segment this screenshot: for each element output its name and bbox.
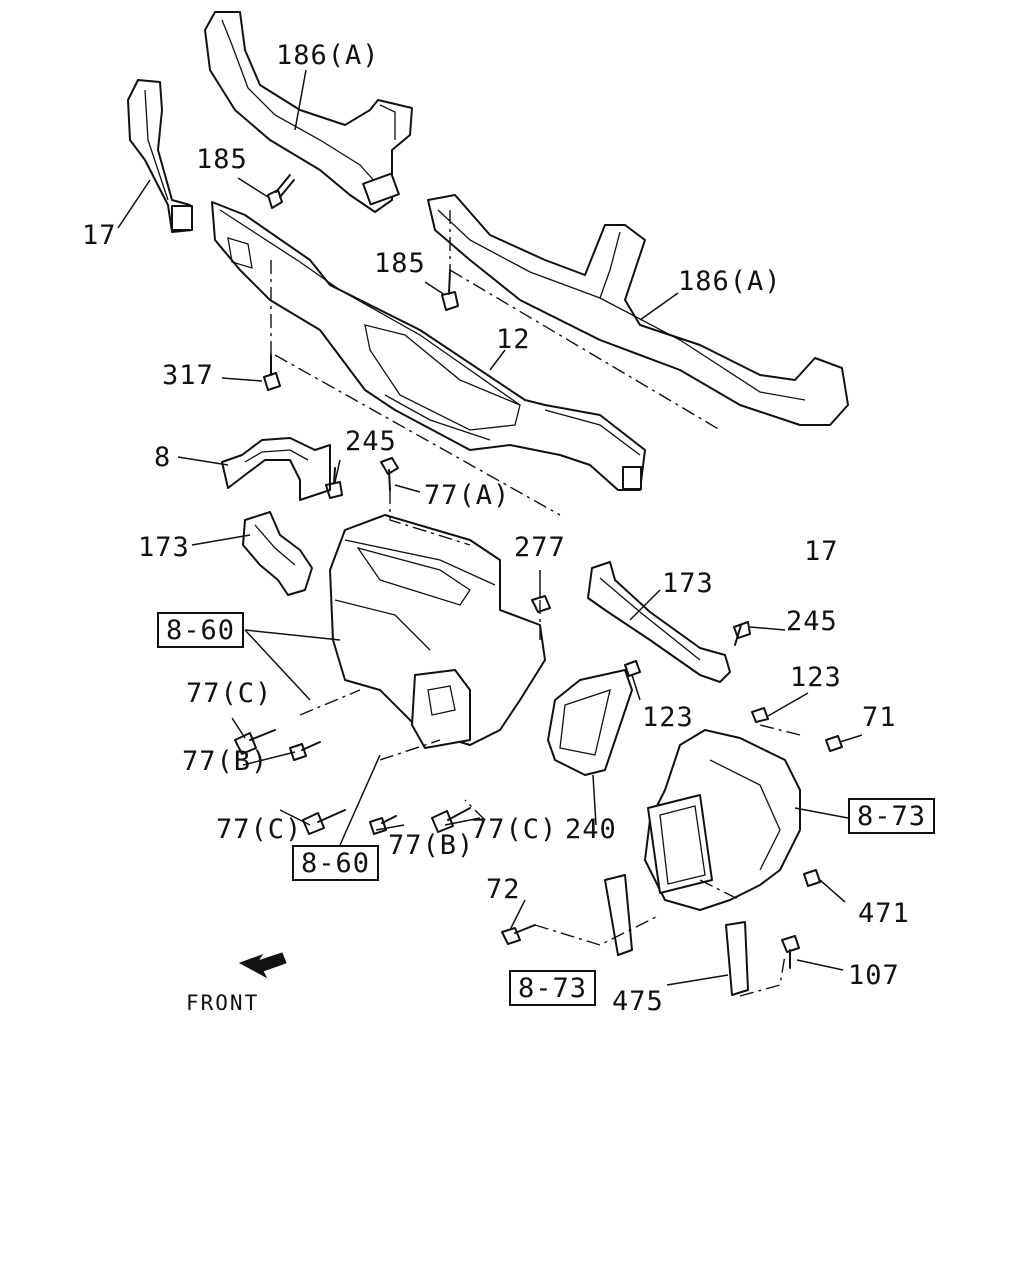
- nut-471: [803, 869, 821, 887]
- label-186a-right: 186(A): [678, 266, 782, 297]
- screw-245-b: [733, 621, 751, 646]
- duct-8: [221, 437, 331, 501]
- ref-8-73-lower: 8-73: [509, 970, 597, 1006]
- label-107: 107: [848, 960, 900, 991]
- label-17-left: 17: [82, 220, 117, 251]
- front-label: FRONT: [186, 991, 260, 1015]
- label-173-left: 173: [138, 532, 190, 563]
- bolt-77a: [380, 457, 399, 491]
- bolt-77c-b: [302, 809, 346, 835]
- screw-123-b: [751, 707, 769, 723]
- label-77b-b: 77(B): [388, 830, 475, 861]
- label-71: 71: [862, 702, 897, 733]
- duct-173-left: [242, 511, 313, 596]
- ref-8-60-upper: 8-60: [157, 612, 245, 648]
- bolt-185-b: [441, 269, 459, 311]
- ref-8-60-lower: 8-60: [292, 845, 380, 881]
- label-475: 475: [612, 986, 664, 1017]
- screw-123-a: [624, 660, 641, 677]
- label-77c-a: 77(C): [186, 678, 273, 709]
- bolt-72: [501, 924, 536, 945]
- part-240: [547, 669, 633, 776]
- blower-unit: [644, 729, 801, 911]
- duct-186a-right: [427, 194, 849, 426]
- leader-lines: [117, 69, 863, 986]
- bolt-317: [263, 354, 281, 391]
- label-12: 12: [496, 324, 531, 355]
- label-471: 471: [858, 898, 910, 929]
- label-77b-a: 77(B): [182, 746, 269, 777]
- alignment-lines: [270, 210, 801, 997]
- bracket-475: [604, 874, 749, 996]
- label-185-a: 185: [196, 144, 248, 175]
- heater-unit: [329, 514, 546, 749]
- label-17-right: 17: [804, 536, 839, 567]
- bolt-107: [781, 935, 800, 969]
- label-77a: 77(A): [424, 480, 511, 511]
- nut-71: [825, 735, 843, 752]
- label-317: 317: [162, 360, 214, 391]
- bolt-77c-a: [234, 729, 276, 755]
- label-245-a: 245: [345, 426, 397, 457]
- label-8: 8: [154, 442, 172, 473]
- nut-277: [531, 595, 551, 613]
- label-77c-b: 77(C): [216, 814, 303, 845]
- duct-17-left: [127, 79, 193, 233]
- duct-173-right: [587, 561, 731, 683]
- label-240: 240: [565, 814, 617, 845]
- label-185-b: 185: [374, 248, 426, 279]
- label-77c-c: 77(C): [471, 814, 558, 845]
- label-123-a: 123: [790, 662, 842, 693]
- duct-186a-left: [204, 11, 413, 213]
- label-245-b: 245: [786, 606, 838, 637]
- duct-12-assembly: [211, 201, 646, 491]
- label-123-b: 123: [642, 702, 694, 733]
- bolt-77b-a: [289, 741, 321, 761]
- label-277: 277: [514, 532, 566, 563]
- bolt-77c-c: [431, 807, 471, 833]
- front-arrow-icon: [238, 952, 287, 979]
- label-173-right: 173: [662, 568, 714, 599]
- ref-8-73-right: 8-73: [848, 798, 936, 834]
- label-72: 72: [486, 874, 521, 905]
- screw-245-a: [325, 467, 343, 499]
- bolt-77b-b: [369, 815, 397, 835]
- label-186a-upper: 186(A): [276, 40, 380, 71]
- bolt-185-a: [267, 174, 295, 209]
